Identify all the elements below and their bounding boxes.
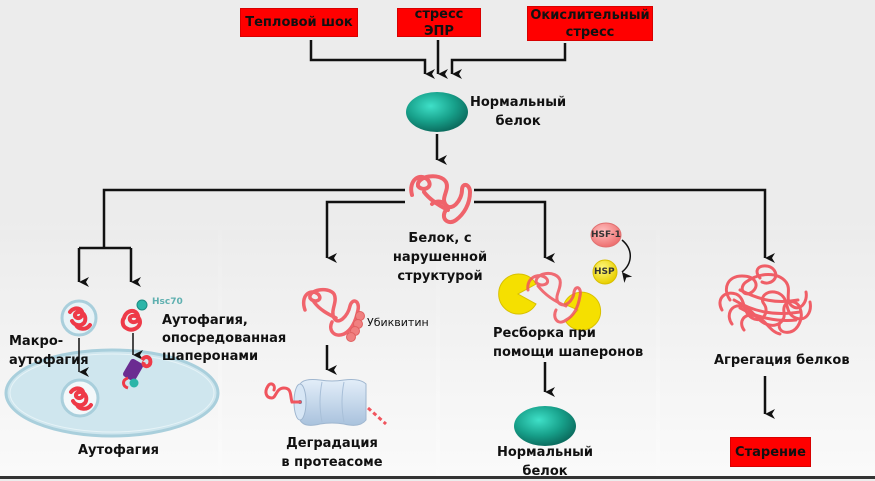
hsf1-label: HSF-1 <box>591 230 621 240</box>
hsf1-icon <box>590 222 622 248</box>
ubiquitin-chain-icon <box>346 311 365 342</box>
normal-protein-line2: белок <box>495 114 541 129</box>
refolding-line2: помощи шаперонов <box>493 345 644 360</box>
aging-label: Старение <box>735 444 806 460</box>
protein-aggregate-icon <box>718 264 812 336</box>
macro-line1: Макро- <box>9 334 64 349</box>
refolding-label: Ресборка при помощи шаперонов <box>493 324 643 362</box>
bottom-border <box>0 476 875 479</box>
cma-line1: Аутофагия, <box>162 313 248 328</box>
misfolded-line1: Белок, с <box>408 231 472 246</box>
cma-substrate-icon <box>120 309 143 332</box>
normal-protein-label: Нормальный белок <box>470 93 566 131</box>
aggregation-panel <box>660 230 875 476</box>
arrow-heat-shock <box>309 40 435 79</box>
lysosome-icon <box>4 348 220 438</box>
stress-connectors <box>309 40 567 79</box>
branch-to-autophagy <box>102 188 405 248</box>
normal-protein-result-label: Нормальный белок <box>493 443 597 481</box>
stressor-label: Окислительный стресс <box>530 7 650 40</box>
branch-to-aggregation <box>474 188 775 263</box>
cma-line3: шаперонами <box>162 349 259 364</box>
degradation-line1: Деградация <box>286 436 378 451</box>
lamp2a-receptor-icon <box>122 355 153 390</box>
ubiquitin-label: Убиквитин <box>367 316 429 329</box>
branch-to-proteasome <box>325 200 405 263</box>
hsf1-to-hsp-arrow <box>621 239 633 283</box>
proteasome-panel <box>222 230 436 476</box>
proteasome-icon <box>264 379 387 426</box>
refolding-line1: Ресборка при <box>493 326 596 341</box>
normal-protein-result-icon <box>514 406 576 446</box>
stressor-label: Тепловой шок <box>245 15 353 30</box>
normal-protein-line1: Нормальный <box>470 95 567 110</box>
hsc70-icon <box>136 299 148 311</box>
aggregation-label: Агрегация белков <box>714 353 850 368</box>
ubiquitinated-protein-icon <box>302 287 361 337</box>
autophagy-title: Аутофагия <box>78 443 159 458</box>
arrow-oxidative-stress <box>450 43 567 79</box>
macro-line2: аутофагия <box>9 353 89 368</box>
branch-connectors <box>77 188 775 287</box>
normal-protein-icon <box>406 92 468 132</box>
misfolded-line3: структурой <box>397 269 483 284</box>
stressor-oxidative-stress: Окислительный стресс <box>527 6 653 41</box>
hsc70-label: Hsc70 <box>152 297 183 307</box>
proteasome-degradation-label: Деградация в протеасоме <box>277 434 387 472</box>
chaperone-refolding-icon <box>498 272 602 331</box>
hsp-icon <box>592 259 618 285</box>
hsp-label: HSP <box>594 267 615 277</box>
aging-box: Старение <box>730 437 811 467</box>
stressor-heat-shock: Тепловой шок <box>240 8 358 37</box>
misfolded-protein-label: Белок, с нарушенной структурой <box>385 229 495 286</box>
cma-line2: опосредованная <box>162 331 287 346</box>
stressor-er-stress: стресс ЭПР <box>397 6 481 39</box>
degradation-line2: в протеасоме <box>281 455 383 470</box>
macroautophagy-label: Макро- аутофагия <box>9 332 89 370</box>
stressor-label: стресс ЭПР <box>414 6 464 39</box>
misfolded-protein-icon <box>409 174 473 225</box>
cma-label: Аутофагия, опосредованная шаперонами <box>162 312 286 366</box>
misfolded-line2: нарушенной <box>392 250 488 265</box>
result-line2: белок <box>522 464 568 479</box>
branch-to-refolding <box>474 200 555 263</box>
result-line1: Нормальный <box>496 445 594 460</box>
